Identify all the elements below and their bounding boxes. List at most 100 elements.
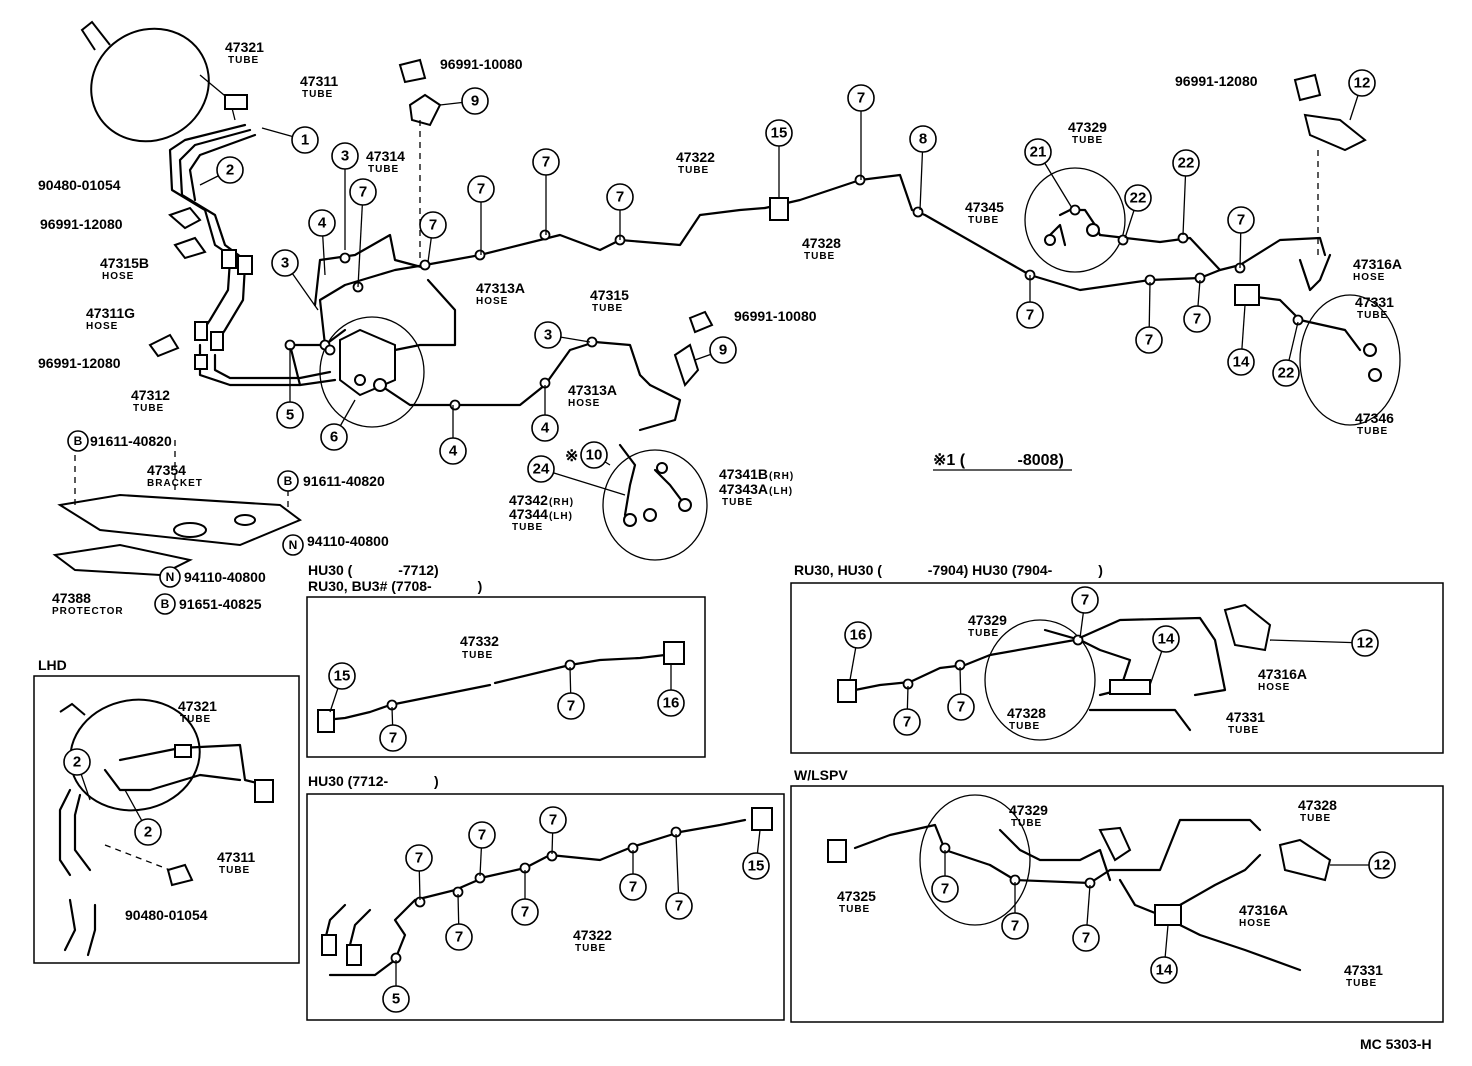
callout-7: 7 [468, 821, 496, 877]
label-47321-lhd: 47321 [178, 698, 217, 714]
label-47343A: 47343A(LH) [719, 481, 793, 497]
callout-number: 4 [318, 215, 327, 232]
callout-number: 22 [1130, 190, 1147, 207]
callout-number: 4 [449, 443, 458, 460]
marker-n: N [282, 534, 304, 556]
callout-number: 3 [544, 327, 552, 344]
label-47332: 47332 [460, 633, 499, 649]
callout-7: 7 [349, 178, 377, 288]
clip-96991-10080-top [398, 58, 427, 84]
callout-number: 12 [1354, 75, 1371, 92]
callout-number: 7 [1026, 307, 1034, 324]
callout-number: 7 [675, 898, 683, 915]
callout-number: 7 [629, 879, 637, 896]
label-47341B: 47341B(RH) [719, 466, 794, 482]
callout-4: 4 [308, 209, 336, 276]
marker-b: B [67, 430, 89, 452]
label-47342: 47342(RH) [509, 492, 574, 508]
svg-text:BRACKET: BRACKET [147, 478, 203, 489]
svg-text:B: B [74, 434, 83, 448]
callout-number: 16 [850, 627, 867, 644]
panel-title: HU30 (7712- ) [308, 773, 439, 789]
callout-9: 9 [694, 336, 737, 364]
svg-text:TUBE: TUBE [1228, 725, 1259, 736]
callout-number: 7 [1145, 332, 1153, 349]
callout-3: 3 [271, 249, 319, 311]
callout-7: 7 [557, 666, 585, 720]
label-96991-10080-top: 96991-10080 [440, 56, 523, 72]
svg-text:HOSE: HOSE [1239, 918, 1271, 929]
callout-number: 7 [941, 881, 949, 898]
svg-text:HOSE: HOSE [568, 398, 600, 409]
label-47388: 47388 [52, 590, 91, 606]
marker-b: B [277, 470, 299, 492]
label-47322-hu30b: 47322 [573, 927, 612, 943]
callout-number: 7 [1011, 918, 1019, 935]
callout-2: 2 [63, 748, 91, 801]
callout-2: 2 [124, 789, 162, 846]
clip-9-top [408, 93, 442, 127]
callout-6: 6 [320, 399, 356, 451]
tube-joint [474, 249, 486, 261]
callout-number: 7 [359, 184, 367, 201]
panel-hu30-7712-on: HU30 (7712- ) 47322 TUBE [306, 773, 785, 1021]
callout-markers: 1233344456777777777789910121415212222222… [63, 69, 1396, 1013]
main-assembly [52, 20, 1401, 577]
bracket-protector [52, 440, 302, 577]
callout-12: 12 [1348, 69, 1376, 121]
svg-text:TUBE: TUBE [180, 714, 211, 725]
asterisk-mark: ※ [565, 448, 578, 465]
tube-joint [912, 206, 924, 218]
callout-7: 7 [931, 850, 959, 903]
label-90480-01054-lhd: 90480-01054 [125, 907, 208, 923]
label-47312: 47312 [131, 387, 170, 403]
panel-title-line2: RU30, BU3# (7708- ) [308, 578, 482, 594]
label-47314: 47314 [366, 148, 405, 164]
label-96991-12080-low: 96991-12080 [38, 355, 121, 371]
callout-number: 16 [663, 695, 680, 712]
label-91651-40825: 91651-40825 [179, 596, 262, 612]
callout-3: 3 [534, 321, 591, 349]
note-1-range: ※1 ( -8008) [933, 452, 1064, 469]
label-96991-12080-left: 96991-12080 [40, 216, 123, 232]
callout-number: 2 [73, 754, 81, 771]
label-47316A-ru30: 47316A [1258, 666, 1307, 682]
svg-text:TUBE: TUBE [575, 943, 606, 954]
callout-number: 24 [533, 461, 550, 478]
svg-text:TUBE: TUBE [228, 55, 259, 66]
callout-22: 22 [1172, 149, 1200, 236]
callout-16: 16 [844, 621, 872, 681]
callout-7: 7 [1071, 586, 1099, 639]
callout-7: 7 [1135, 281, 1163, 354]
callout-number: 7 [616, 189, 624, 206]
callout-7: 7 [847, 84, 875, 180]
callout-7: 7 [1072, 884, 1100, 952]
bracket-12 [1303, 113, 1367, 152]
marker-b: B [154, 593, 176, 615]
label-47315B: 47315B [100, 255, 149, 271]
svg-text:TUBE: TUBE [219, 865, 250, 876]
callout-number: 7 [429, 217, 437, 234]
label-91611-40820-b: 91611-40820 [303, 473, 385, 489]
callout-7: 7 [539, 806, 567, 855]
callout-number: 9 [719, 342, 727, 359]
callout-number: 3 [281, 255, 289, 272]
panel-title: RU30, HU30 ( -7904) HU30 (7904- ) [794, 562, 1103, 578]
svg-text:TUBE: TUBE [512, 522, 543, 533]
callout-16: 16 [657, 665, 685, 717]
callout-7: 7 [1001, 882, 1029, 940]
callout-4: 4 [531, 385, 559, 442]
label-47345: 47345 [965, 199, 1004, 215]
svg-text:TUBE: TUBE [839, 904, 870, 915]
callout-number: 7 [542, 154, 550, 171]
tube-joint [324, 344, 336, 356]
label-47313A-2: 47313A [568, 382, 617, 398]
tube-47322-path [423, 206, 767, 267]
callout-number: 7 [903, 714, 911, 731]
diagram-code: MC 5303-H [1360, 1036, 1432, 1052]
svg-text:TUBE: TUBE [462, 650, 493, 661]
callout-number: 10 [586, 447, 603, 464]
svg-text:B: B [284, 474, 293, 488]
label-47331-ru30: 47331 [1226, 709, 1265, 725]
label-96991-10080-mid: 96991-10080 [734, 308, 817, 324]
